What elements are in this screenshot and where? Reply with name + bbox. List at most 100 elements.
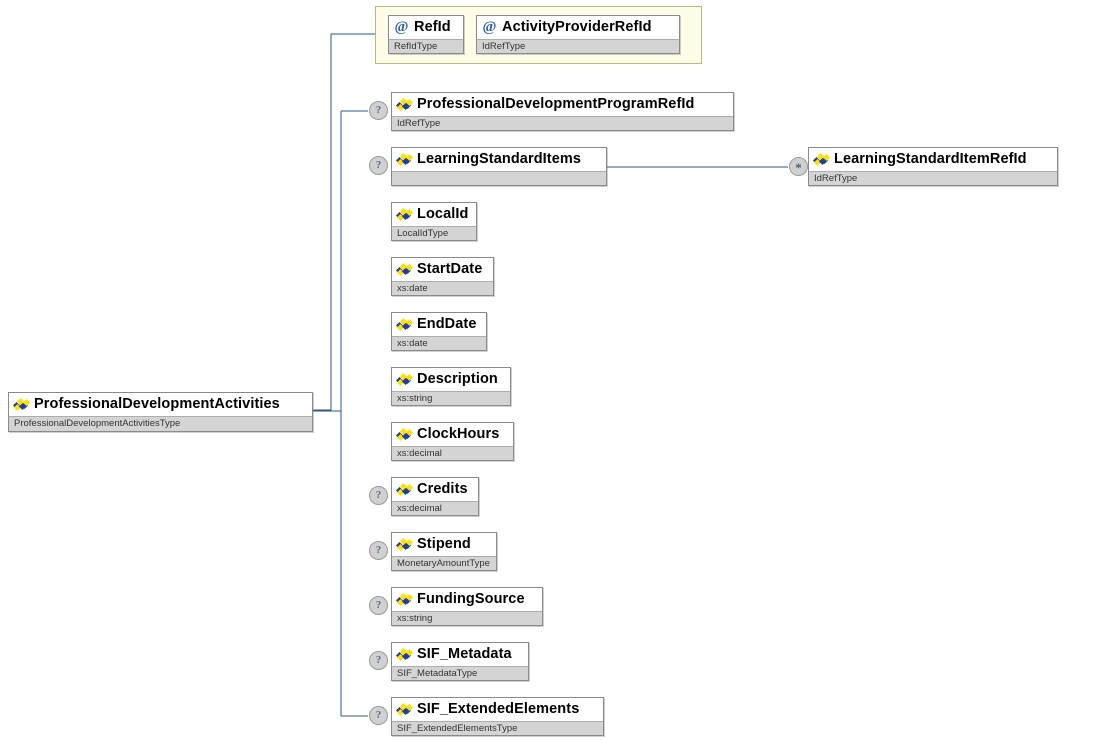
node-typebar: xs:decimal bbox=[392, 501, 478, 515]
element-icon bbox=[395, 702, 414, 717]
node-typebar: SIF_ExtendedElementsType bbox=[392, 721, 603, 735]
node-typebar: SIF_MetadataType bbox=[392, 666, 528, 680]
node-type-label: LocalIdType bbox=[397, 227, 449, 239]
element-node-localid[interactable]: LocalId LocalIdType bbox=[391, 202, 477, 241]
node-label: LocalId bbox=[417, 206, 469, 222]
node-title: Description bbox=[392, 368, 510, 391]
node-label: ProfessionalDevelopmentActivities bbox=[34, 396, 280, 412]
occurrence-marker-optional: ? bbox=[369, 156, 388, 175]
element-node-stipend[interactable]: Stipend MonetaryAmountType bbox=[391, 532, 497, 571]
element-icon bbox=[395, 427, 414, 442]
node-label: Credits bbox=[417, 481, 468, 497]
occurrence-marker-optional: ? bbox=[369, 651, 388, 670]
attribute-node-activityproviderrefid[interactable]: @ ActivityProviderRefId IdRefType bbox=[476, 15, 680, 54]
node-typebar: IdRefType bbox=[392, 116, 733, 130]
node-label: SIF_ExtendedElements bbox=[417, 701, 580, 717]
node-title: ClockHours bbox=[392, 423, 513, 446]
node-typebar: ProfessionalDevelopmentActivitiesType bbox=[9, 416, 312, 431]
node-title: EndDate bbox=[392, 313, 486, 336]
element-node-sif-extendedelements[interactable]: SIF_ExtendedElements SIF_ExtendedElement… bbox=[391, 697, 604, 736]
node-title: FundingSource bbox=[392, 588, 542, 611]
node-typebar: xs:date bbox=[392, 281, 493, 295]
node-typebar: xs:string bbox=[392, 611, 542, 625]
node-label: ClockHours bbox=[417, 426, 500, 442]
element-icon bbox=[395, 262, 414, 277]
node-type-label: SIF_ExtendedElementsType bbox=[397, 722, 518, 734]
node-title: ProfessionalDevelopmentProgramRefId bbox=[392, 93, 733, 116]
node-label: Stipend bbox=[417, 536, 471, 552]
occurrence-marker-optional: ? bbox=[369, 101, 388, 120]
element-node-startdate[interactable]: StartDate xs:date bbox=[391, 257, 494, 296]
attribute-icon: @ bbox=[394, 19, 409, 35]
node-title: SIF_Metadata bbox=[392, 643, 528, 666]
node-title: SIF_ExtendedElements bbox=[392, 698, 603, 721]
node-title: LocalId bbox=[392, 203, 476, 226]
node-type-label: xs:decimal bbox=[397, 447, 442, 459]
node-type-label: IdRefType bbox=[814, 172, 858, 184]
element-node-fundingsource[interactable]: FundingSource xs:string bbox=[391, 587, 543, 626]
element-node-sif-metadata[interactable]: SIF_Metadata SIF_MetadataType bbox=[391, 642, 529, 681]
node-title: Credits bbox=[392, 478, 478, 501]
node-title: ProfessionalDevelopmentActivities bbox=[9, 393, 312, 416]
root-node-professional-development-activities[interactable]: ProfessionalDevelopmentActivities Profes… bbox=[8, 392, 313, 432]
occurrence-marker-optional: ? bbox=[369, 596, 388, 615]
element-icon bbox=[812, 152, 831, 167]
occurrence-marker-optional: ? bbox=[369, 541, 388, 560]
node-type-label: SIF_MetadataType bbox=[397, 667, 478, 679]
node-typebar: RefIdType bbox=[389, 39, 463, 53]
node-type-label: RefIdType bbox=[394, 40, 438, 52]
element-icon bbox=[395, 372, 414, 387]
element-node-professionaldevelopmentprogramrefid[interactable]: ProfessionalDevelopmentProgramRefId IdRe… bbox=[391, 92, 734, 131]
node-label: LearningStandardItemRefId bbox=[834, 151, 1027, 167]
node-title: LearningStandardItems bbox=[392, 148, 606, 171]
node-label: ProfessionalDevelopmentProgramRefId bbox=[417, 96, 695, 112]
node-type-label: ProfessionalDevelopmentActivitiesType bbox=[14, 418, 181, 429]
node-type-label: xs:string bbox=[397, 612, 433, 624]
attribute-icon: @ bbox=[482, 19, 497, 35]
node-label: ActivityProviderRefId bbox=[502, 19, 652, 35]
node-title: StartDate bbox=[392, 258, 493, 281]
element-icon bbox=[395, 317, 414, 332]
node-title: Stipend bbox=[392, 533, 496, 556]
element-node-learningstandarditems[interactable]: LearningStandardItems bbox=[391, 147, 607, 186]
element-node-credits[interactable]: Credits xs:decimal bbox=[391, 477, 479, 516]
element-icon bbox=[395, 482, 414, 497]
element-icon bbox=[395, 592, 414, 607]
node-label: LearningStandardItems bbox=[417, 151, 582, 167]
element-icon bbox=[395, 647, 414, 662]
attribute-node-refid[interactable]: @ RefId RefIdType bbox=[388, 15, 464, 54]
node-title: LearningStandardItemRefId bbox=[809, 148, 1057, 171]
element-node-description[interactable]: Description xs:string bbox=[391, 367, 511, 406]
node-typebar: IdRefType bbox=[477, 39, 679, 53]
node-label: Description bbox=[417, 371, 498, 387]
element-node-enddate[interactable]: EndDate xs:date bbox=[391, 312, 487, 351]
node-type-label: MonetaryAmountType bbox=[397, 557, 490, 569]
node-title: @ ActivityProviderRefId bbox=[477, 16, 679, 39]
node-type-label: xs:date bbox=[397, 282, 428, 294]
element-icon bbox=[395, 152, 414, 167]
element-node-clockhours[interactable]: ClockHours xs:decimal bbox=[391, 422, 514, 461]
occurrence-marker-optional: ? bbox=[369, 706, 388, 725]
node-label: FundingSource bbox=[417, 591, 525, 607]
element-icon bbox=[395, 537, 414, 552]
node-type-label: xs:string bbox=[397, 392, 433, 404]
node-type-label: xs:decimal bbox=[397, 502, 442, 514]
element-icon bbox=[12, 397, 31, 412]
node-title: @ RefId bbox=[389, 16, 463, 39]
node-typebar: xs:date bbox=[392, 336, 486, 350]
node-label: EndDate bbox=[417, 316, 477, 332]
node-type-label: xs:date bbox=[397, 337, 428, 349]
node-typebar: IdRefType bbox=[809, 171, 1057, 185]
node-type-label: IdRefType bbox=[482, 40, 526, 52]
occurrence-marker-optional: ? bbox=[369, 486, 388, 505]
node-label: SIF_Metadata bbox=[417, 646, 512, 662]
element-node-learningstandarditemrefid[interactable]: LearningStandardItemRefId IdRefType bbox=[808, 147, 1058, 186]
element-icon bbox=[395, 97, 414, 112]
node-label: RefId bbox=[414, 19, 451, 35]
node-label: StartDate bbox=[417, 261, 483, 277]
node-type-label: IdRefType bbox=[397, 117, 441, 129]
node-typebar: xs:string bbox=[392, 391, 510, 405]
element-icon bbox=[395, 207, 414, 222]
node-typebar: LocalIdType bbox=[392, 226, 476, 240]
